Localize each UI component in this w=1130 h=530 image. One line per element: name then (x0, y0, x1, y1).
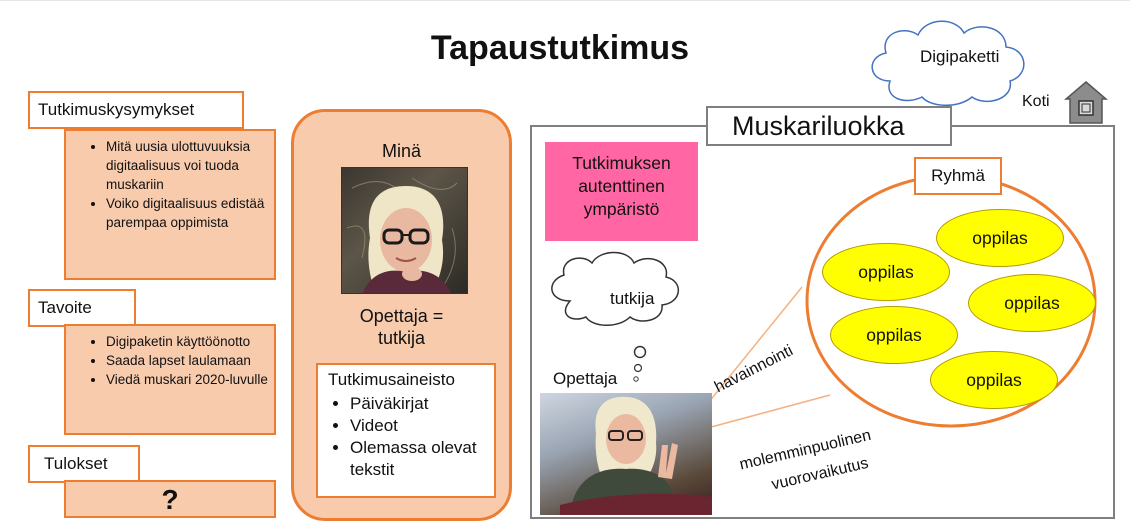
results-value: ? (161, 483, 179, 515)
student-ellipse: oppilas (822, 243, 950, 301)
question-item: Voiko digitaalisuus edistää parempaa opp… (106, 194, 274, 232)
results-label-text: Tulokset (44, 454, 108, 473)
observation-connector (699, 286, 803, 414)
classroom-title: Muskariluokka (732, 110, 905, 141)
researcher-photo (341, 167, 468, 294)
home-icon (1064, 81, 1108, 124)
goal-item: Saada lapset laulamaan (106, 351, 274, 370)
koti-label: Koti (1022, 93, 1050, 110)
goal-label: Tavoite (28, 289, 136, 327)
thought-dot (633, 363, 643, 373)
results-box: ? (64, 480, 276, 518)
cloud-digipaketti-shape (871, 20, 1025, 106)
student-ellipse: oppilas (830, 306, 958, 364)
materials-title: Tutkimusaineisto (328, 370, 455, 389)
authentic-environment-box: Tutkimuksen autenttinen ympäristö (545, 142, 698, 241)
student-ellipse: oppilas (968, 274, 1096, 332)
classroom-title-box: Muskariluokka (706, 106, 952, 146)
student-ellipse: oppilas (936, 209, 1064, 267)
questions-label-text: Tutkimuskysymykset (38, 100, 195, 119)
teacher-researcher-line1: Opettaja = (359, 306, 444, 326)
student-label: oppilas (858, 261, 914, 282)
student-label: oppilas (966, 369, 1022, 390)
authentic-env-line: ympäristö (583, 199, 660, 219)
thought-bubble (551, 251, 679, 326)
group-label: Ryhmä (931, 166, 985, 185)
material-item: Olemassa olevat tekstit (350, 437, 486, 481)
goal-label-text: Tavoite (38, 298, 92, 317)
teacher-photo (540, 393, 712, 515)
student-label: oppilas (1004, 292, 1060, 313)
goal-item: Digipaketin käyttöönotto (106, 332, 274, 351)
material-item: Päiväkirjat (350, 393, 486, 415)
thought-label: tutkija (610, 289, 655, 308)
goals-box: Digipaketin käyttöönotto Saada lapset la… (64, 324, 276, 435)
student-ellipse: oppilas (930, 351, 1058, 409)
researcher-portrait-image (346, 177, 458, 293)
authentic-env-line: autenttinen (578, 176, 665, 196)
questions-box: Mitä uusia ulottuvuuksia digitaalisuus v… (64, 129, 276, 280)
student-label: oppilas (972, 227, 1028, 248)
student-label: oppilas (866, 324, 922, 345)
results-label: Tulokset (28, 445, 140, 483)
teacher-researcher-line2: tutkija (377, 328, 426, 348)
goal-item: Viedä muskari 2020-luvulle (106, 370, 274, 389)
cloud-label-digipaketti: Digipaketti (920, 47, 1000, 66)
material-item: Videot (350, 415, 486, 437)
interaction-connector (699, 394, 831, 431)
me-label: Minä (381, 141, 421, 161)
slide-title: Tapaustutkimus (430, 29, 690, 67)
questions-label: Tutkimuskysymykset (28, 91, 244, 129)
teacher-photo-image (560, 396, 712, 515)
materials-box: Tutkimusaineisto Päiväkirjat Videot Olem… (316, 363, 496, 498)
teacher-label: Opettaja (553, 369, 618, 388)
authentic-env-line: Tutkimuksen (572, 153, 671, 173)
thought-dot (633, 376, 639, 382)
question-item: Mitä uusia ulottuvuuksia digitaalisuus v… (106, 137, 274, 194)
group-label-box: Ryhmä (914, 157, 1002, 195)
thought-dot (633, 345, 647, 359)
